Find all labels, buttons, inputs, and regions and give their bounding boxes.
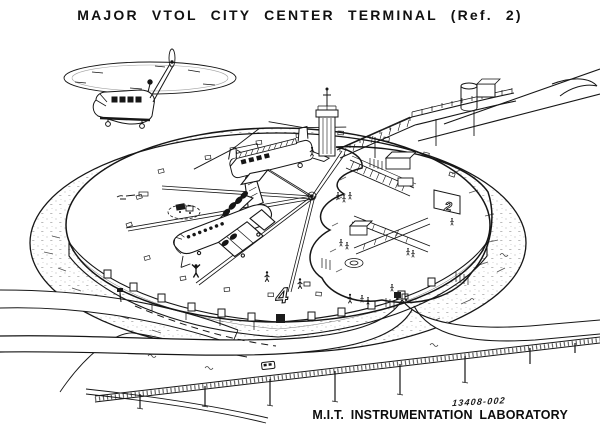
tail-rotor [168, 48, 176, 68]
terminal-facade [68, 240, 488, 338]
elevated-guideway [85, 336, 600, 424]
tail-boom [149, 63, 174, 103]
elevated-walkway [336, 78, 517, 159]
ground-crew-figures [191, 146, 353, 304]
baggage-cart [303, 281, 311, 287]
round-lounge [344, 258, 364, 268]
parked-tandem-rotor-helicopter [193, 121, 347, 182]
gate-wall-panel [433, 189, 461, 215]
tilt-wing-vtol-transport [173, 169, 276, 268]
pad-number-4: 4 [274, 283, 291, 309]
guideway-pillars [136, 343, 576, 410]
near-wing [217, 221, 265, 258]
fuselage [173, 204, 273, 255]
attribution: M.I.T. INSTRUMENTATION LABORATORY [312, 408, 568, 422]
boarding-stair [180, 255, 191, 268]
terminal-interior-cutaway: 2 [309, 145, 493, 309]
rotor-blades [193, 121, 347, 170]
kiosks [348, 151, 418, 236]
flying-helicopter [63, 48, 237, 129]
dark-doorway [276, 314, 285, 323]
colonnade [119, 291, 255, 330]
elevator-tower [460, 78, 501, 112]
stencil-marking [116, 194, 136, 200]
service-vehicle [167, 203, 201, 220]
grass-tufts [59, 253, 509, 370]
dashed-apron-edge [134, 305, 277, 347]
luggage-tug [394, 292, 409, 301]
road-fork [551, 78, 598, 97]
access-roads [0, 68, 600, 356]
deck-markings: 4 [116, 130, 456, 309]
control-tower [315, 87, 339, 157]
guideway-vehicle [261, 360, 276, 371]
figure-title: MAJOR VTOL CITY CENTER TERMINAL (Ref. 2) [77, 7, 523, 23]
rotor-disc [63, 61, 237, 95]
